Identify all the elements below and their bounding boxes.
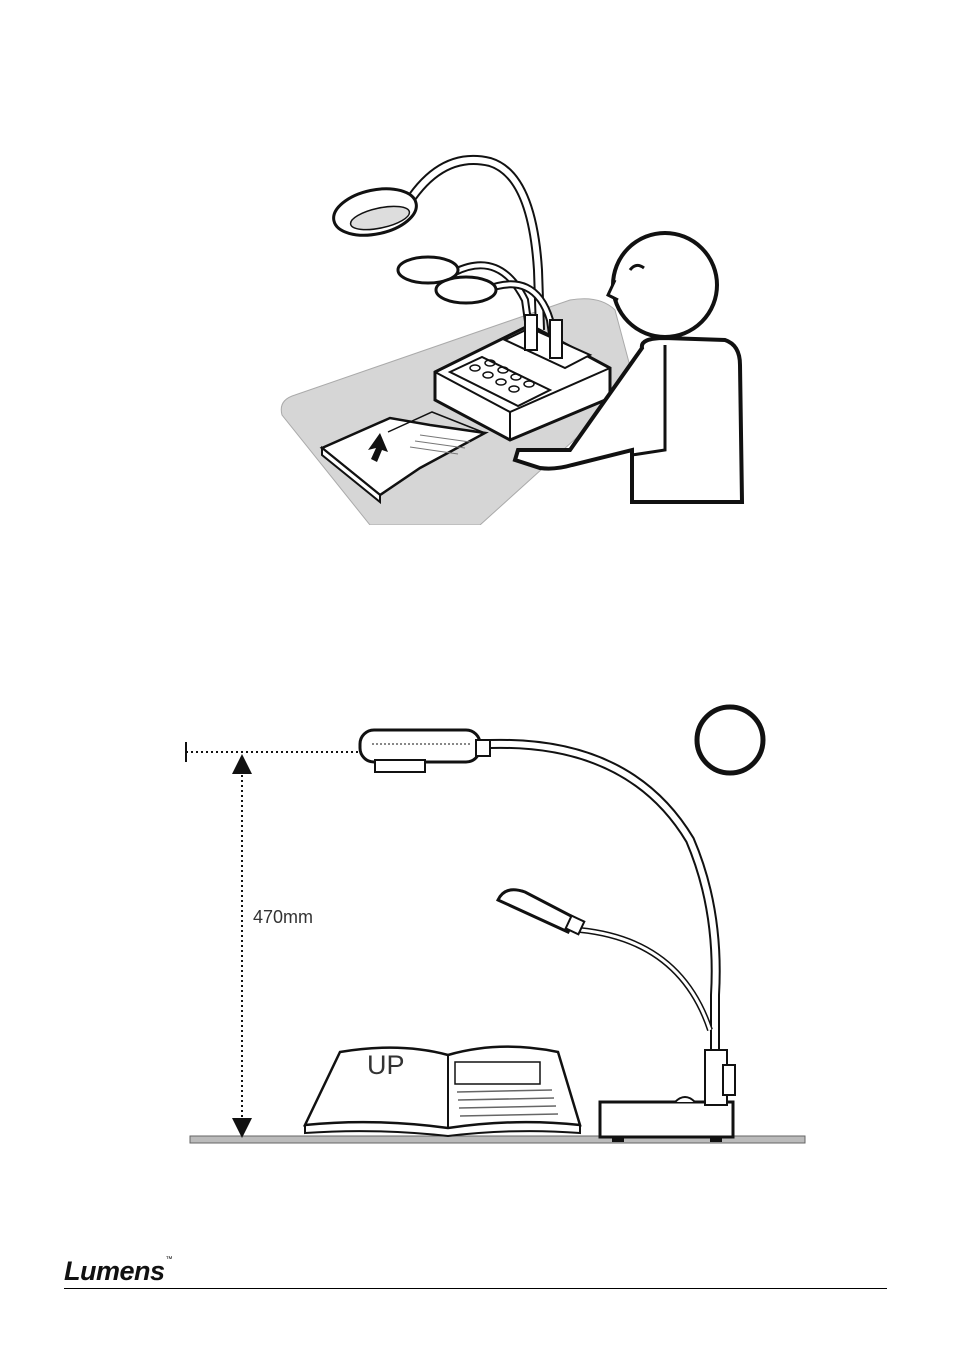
height-label: 470mm	[251, 907, 315, 928]
camera-head-icon	[329, 182, 420, 243]
lamp-head-icon	[498, 890, 584, 935]
book-icon	[305, 1047, 580, 1136]
circle-marker-icon	[697, 707, 763, 773]
base-unit-icon	[600, 1050, 735, 1142]
camera-head-icon	[360, 730, 490, 772]
lumens-logo: Lumens™	[64, 1256, 172, 1287]
arrow-down-icon	[232, 1118, 252, 1138]
setup-illustration-person	[270, 150, 760, 525]
arrow-up-icon	[232, 754, 252, 774]
book-up-label: UP	[367, 1050, 405, 1081]
lamp-head-icon	[436, 277, 496, 303]
footer-divider	[64, 1288, 887, 1289]
